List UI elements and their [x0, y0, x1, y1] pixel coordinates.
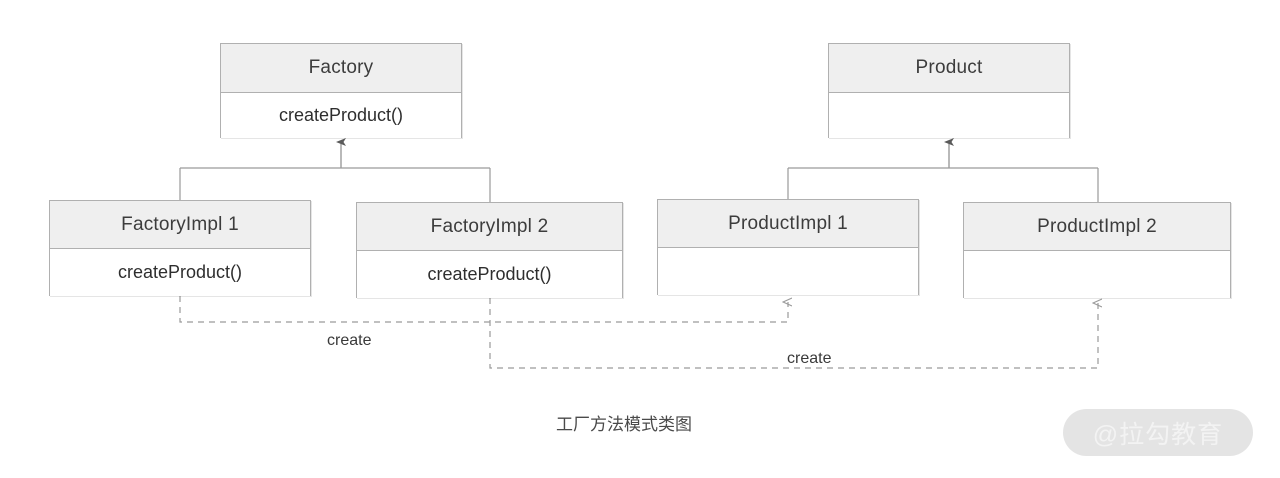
uml-member-text: createProduct() — [117, 262, 243, 282]
uml-class-factory[interactable]: Factory createProduct() — [220, 43, 462, 138]
uml-class-header: FactoryImpl 1 — [50, 201, 310, 249]
uml-member-text: createProduct() — [278, 105, 404, 125]
uml-class-members: createProduct() — [357, 251, 622, 298]
uml-member-text: createProduct() — [427, 264, 552, 284]
watermark-text: @拉勾教育 — [1092, 420, 1224, 449]
uml-class-product-impl-1[interactable]: ProductImpl 1 — [657, 199, 919, 295]
uml-class-factory-impl-1[interactable]: FactoryImpl 1 createProduct() — [49, 200, 311, 296]
uml-class-name: FactoryImpl 1 — [121, 213, 239, 235]
edge-generalization-factory — [179, 138, 491, 202]
edge-generalization-product — [787, 138, 1099, 202]
uml-class-header: ProductImpl 2 — [964, 203, 1230, 251]
uml-class-header: Product — [829, 44, 1069, 93]
edge-label-create-2: create — [787, 350, 831, 368]
uml-class-members: createProduct() — [221, 93, 461, 138]
uml-class-header: Factory — [221, 44, 461, 93]
uml-class-header: ProductImpl 1 — [658, 200, 918, 248]
edge-label-text: create — [787, 350, 832, 367]
edge-label-create-1: create — [327, 332, 371, 350]
uml-class-members — [964, 251, 1230, 298]
uml-class-factory-impl-2[interactable]: FactoryImpl 2 createProduct() — [356, 202, 623, 298]
uml-class-header: FactoryImpl 2 — [357, 203, 622, 251]
uml-class-name: Factory — [308, 57, 374, 78]
uml-class-members: createProduct() — [50, 249, 310, 296]
uml-class-name: ProductImpl 1 — [728, 212, 848, 234]
uml-class-members — [829, 93, 1069, 138]
watermark-badge: @拉勾教育 — [1063, 409, 1253, 456]
caption-text: 工厂方法模式类图 — [556, 415, 692, 434]
uml-class-name: ProductImpl 2 — [1037, 215, 1157, 237]
diagram-caption: 工厂方法模式类图 — [556, 410, 692, 435]
edge-dependency-create-1 — [179, 296, 788, 323]
uml-class-product[interactable]: Product — [828, 43, 1070, 138]
edge-label-text: create — [327, 332, 372, 349]
uml-class-product-impl-2[interactable]: ProductImpl 2 — [963, 202, 1231, 298]
uml-class-name: Product — [915, 57, 983, 78]
uml-class-members — [658, 248, 918, 295]
uml-class-name: FactoryImpl 2 — [430, 215, 549, 237]
